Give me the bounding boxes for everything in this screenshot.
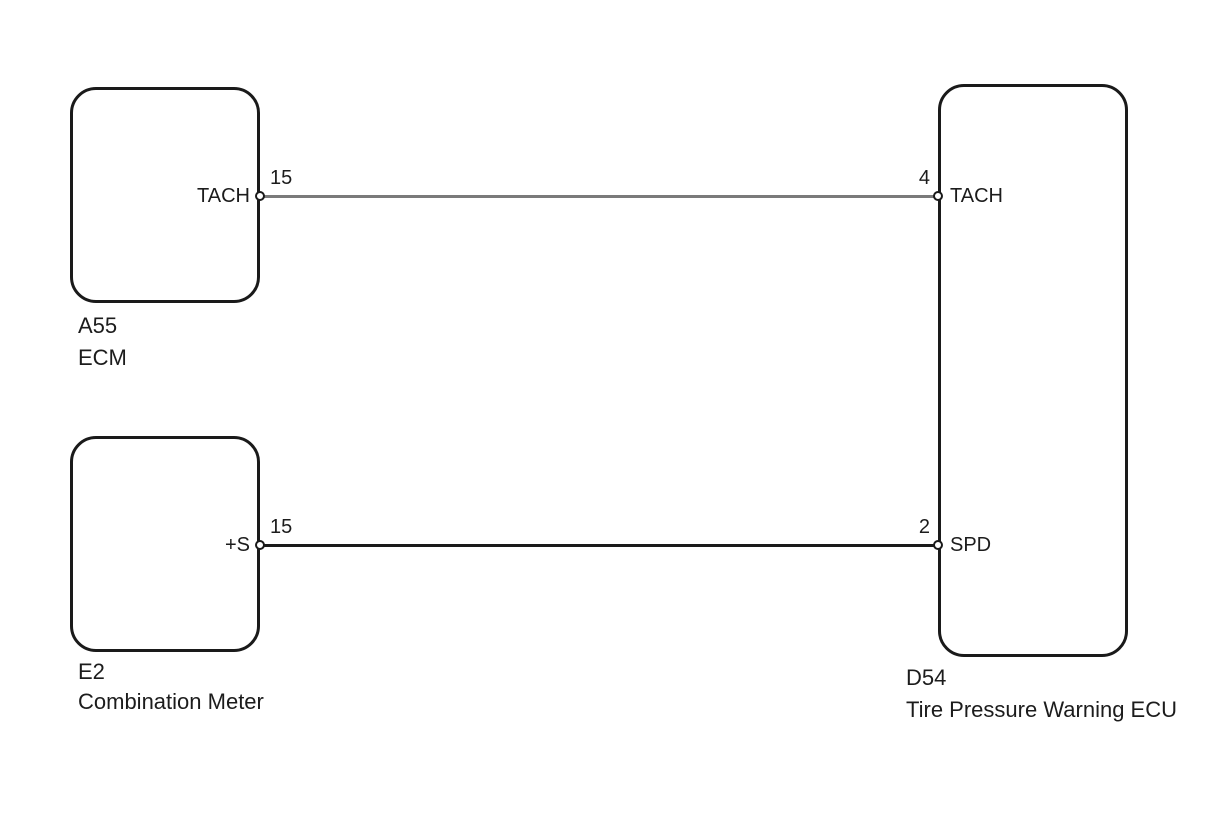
combination-meter-component-box — [70, 436, 260, 652]
ecm-tach-pin-label: TACH — [197, 185, 250, 207]
ecm-component-name: ECM — [78, 345, 127, 370]
tpw-ecu-tach-connector-dot — [933, 191, 943, 201]
combination-meter-plus-s-pin-label: +S — [224, 534, 250, 556]
combination-meter-component-name: Combination Meter — [78, 689, 264, 714]
ecm-tach-connector-dot — [255, 191, 265, 201]
combination-meter-component-code: E2 — [78, 659, 105, 684]
tpw-ecu-spd-connector-dot — [933, 540, 943, 550]
ecm-tach-pin-number: 15 — [270, 167, 293, 189]
tire-pressure-warning-ecu-component-box — [938, 84, 1128, 657]
combination-meter-plus-s-connector-dot — [255, 540, 265, 550]
tach-wire — [263, 195, 938, 198]
spd-wire — [263, 544, 938, 547]
tpw-ecu-component-name: Tire Pressure Warning ECU — [906, 697, 1177, 722]
tpw-ecu-tach-pin-number: 4 — [918, 167, 930, 189]
tpw-ecu-component-code: D54 — [906, 665, 947, 690]
ecm-component-code: A55 — [78, 313, 118, 338]
tpw-ecu-tach-pin-label: TACH — [950, 185, 1003, 207]
tpw-ecu-spd-pin-number: 2 — [918, 516, 930, 538]
ecm-component-box — [70, 87, 260, 303]
combination-meter-plus-s-pin-number: 15 — [270, 516, 293, 538]
tpw-ecu-spd-pin-label: SPD — [950, 534, 992, 556]
